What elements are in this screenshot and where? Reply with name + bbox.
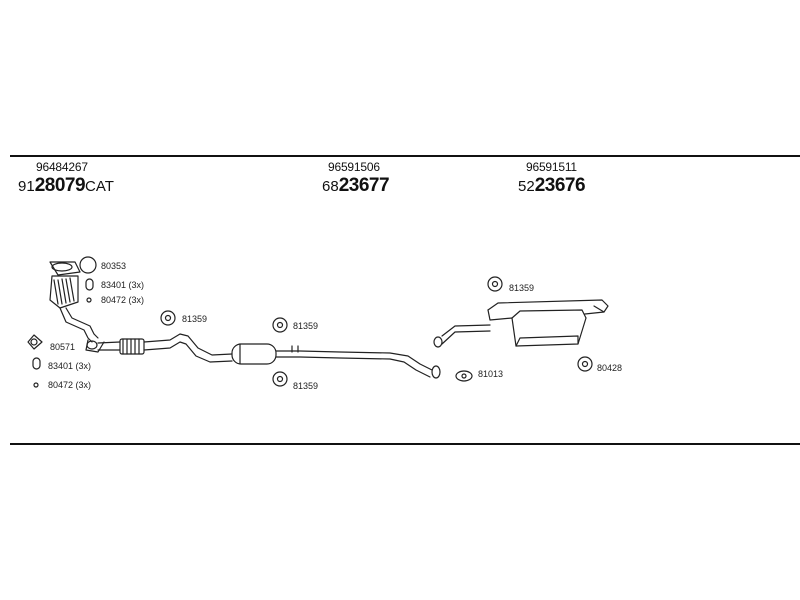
label-80472-front: 80472 (3x) (101, 295, 145, 305)
label-81359-upper: 81359 (293, 321, 319, 331)
hardware-icons (27, 256, 473, 388)
part-number-2: 6823677 (322, 175, 390, 197)
part-number-1: 9128079CAT (18, 175, 114, 197)
bottom-rule (10, 443, 800, 445)
part-prefix: 52 (518, 178, 535, 195)
part-main: 23676 (534, 175, 586, 196)
part-main: 28079 (34, 175, 86, 196)
oe-number-3: 96591511 (526, 160, 577, 174)
front-pipe (97, 333, 233, 363)
label-81359-rear: 81359 (509, 283, 535, 293)
label-81013: 81013 (478, 369, 504, 379)
label-80428: 80428 (597, 363, 623, 373)
label-80571: 80571 (50, 342, 76, 352)
part-prefix: 68 (322, 178, 339, 195)
rear-silencer (433, 299, 609, 348)
label-81359-lower: 81359 (293, 381, 319, 391)
label-83401-left: 83401 (3x) (48, 361, 92, 371)
part-suffix: CAT (85, 178, 114, 195)
part-main: 23677 (338, 175, 390, 196)
label-81359-front: 81359 (182, 314, 208, 324)
label-80472-left: 80472 (3x) (48, 380, 92, 390)
part-number-3: 5223676 (518, 175, 586, 197)
label-83401-front: 83401 (3x) (101, 280, 145, 290)
part-prefix: 91 (18, 178, 35, 195)
rubber-mount-icons (160, 276, 593, 387)
oe-number-1: 96484267 (36, 160, 88, 174)
catalytic-converter (49, 261, 105, 353)
middle-silencer (231, 343, 441, 379)
label-80353: 80353 (101, 261, 127, 271)
oe-number-2: 96591506 (328, 160, 380, 174)
top-rule (10, 155, 800, 157)
